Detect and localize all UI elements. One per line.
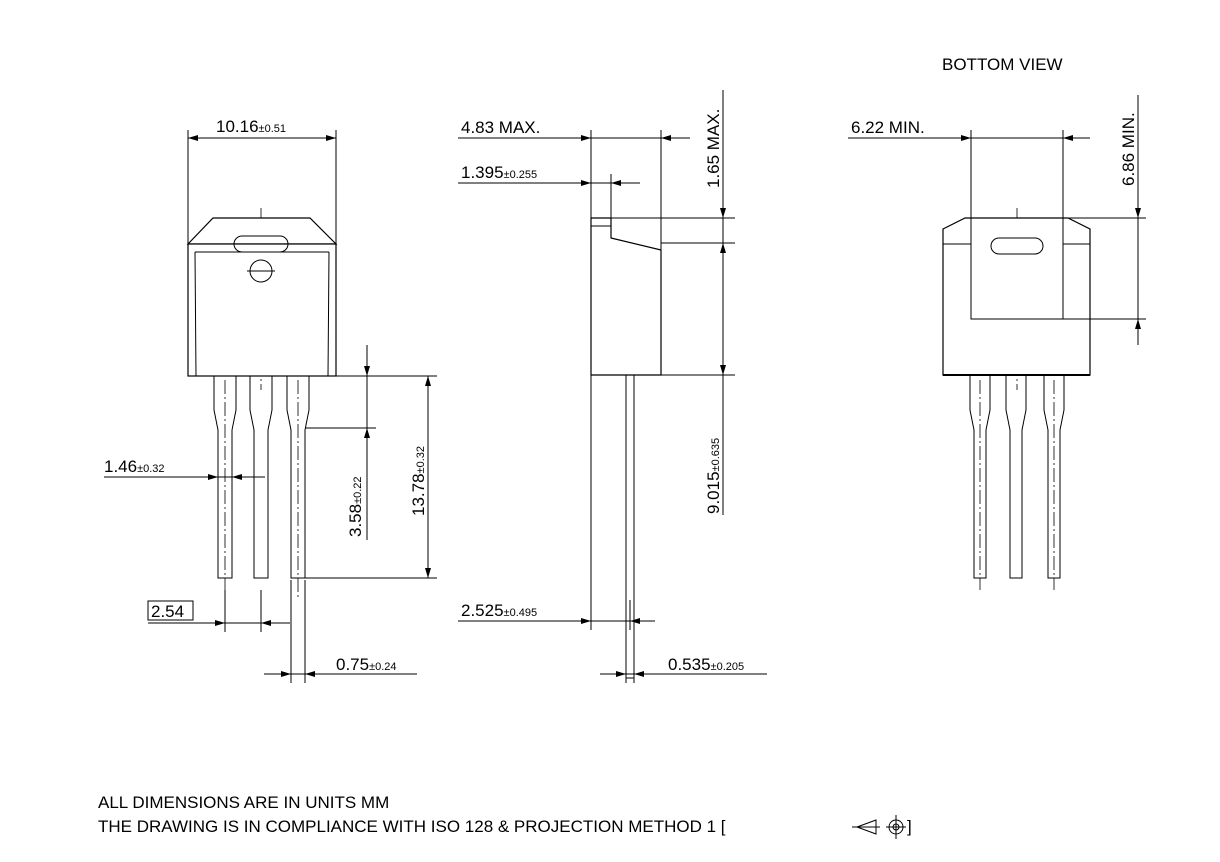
note-compliance: THE DRAWING IS IN COMPLIANCE WITH ISO 12… bbox=[98, 817, 726, 836]
dim-body-width-tol: ±0.51 bbox=[259, 123, 286, 135]
dim-lead-length-value: 13.78 bbox=[409, 473, 428, 516]
dim-heatsink-width-value: 6.22 MIN. bbox=[851, 118, 925, 137]
dim-body-height: 9.015±0.635 bbox=[661, 243, 735, 515]
dim-lead-width: 1.46±0.32 bbox=[104, 440, 265, 488]
svg-text:10.16±0.51: 10.16±0.51 bbox=[216, 117, 286, 136]
first-angle-projection-icon bbox=[852, 815, 906, 839]
note-units: ALL DIMENSIONS ARE IN UNITS MM bbox=[98, 793, 389, 812]
dim-lead-offset: 2.525±0.495 bbox=[458, 375, 655, 630]
bottom-lead-left bbox=[969, 375, 991, 590]
dim-lead-length-tol: ±0.32 bbox=[415, 446, 427, 473]
dim-lead-shoulder: 3.58±0.22 bbox=[305, 345, 376, 540]
dim-lead-dia-tol: ±0.205 bbox=[711, 661, 745, 673]
bottom-view-title: BOTTOM VIEW bbox=[942, 55, 1063, 74]
svg-text:0.75±0.24: 0.75±0.24 bbox=[336, 655, 397, 674]
dim-lead-shoulder-tol: ±0.22 bbox=[352, 476, 364, 503]
dim-body-thickness-value: 4.83 MAX. bbox=[461, 118, 540, 137]
dim-tab-thickness: 1.395±0.255 bbox=[458, 163, 640, 218]
dim-lead-width-value: 1.46 bbox=[104, 457, 137, 476]
dim-lead-width-tol: ±0.32 bbox=[137, 463, 164, 475]
dim-tab-thickness-tol: ±0.255 bbox=[504, 169, 538, 181]
svg-text:9.015±0.635: 9.015±0.635 bbox=[704, 438, 723, 514]
dim-lead-thickness-tol: ±0.24 bbox=[369, 661, 396, 673]
svg-text:0.535±0.205: 0.535±0.205 bbox=[668, 655, 744, 674]
side-body bbox=[590, 217, 662, 376]
dim-body-height-value: 9.015 bbox=[704, 471, 723, 514]
bottom-view: BOTTOM VIEW 6.22 MIN. bbox=[848, 55, 1146, 590]
dim-heatsink-height: 6.86 MIN. bbox=[1063, 95, 1146, 345]
front-view: 10.16±0.51 1.46±0.32 2.54 bbox=[104, 117, 437, 683]
note-compliance-suffix: ] bbox=[907, 817, 912, 836]
dim-body-height-tol: ±0.635 bbox=[710, 438, 722, 472]
dim-lead-thickness: 0.75±0.24 bbox=[264, 580, 417, 683]
svg-text:1.395±0.255: 1.395±0.255 bbox=[461, 163, 537, 182]
svg-text:3.58±0.22: 3.58±0.22 bbox=[346, 476, 365, 537]
dim-heatsink-width: 6.22 MIN. bbox=[848, 118, 1090, 218]
dim-lead-pitch: 2.54 bbox=[147, 590, 290, 632]
front-lead-left bbox=[213, 376, 237, 600]
dim-lead-dia: 0.535±0.205 bbox=[600, 655, 767, 683]
dim-body-thickness: 4.83 MAX. bbox=[458, 118, 690, 250]
side-view: 4.83 MAX. 1.395±0.255 1.65 MAX. 9.015±0.… bbox=[458, 90, 767, 683]
dim-lead-thickness-value: 0.75 bbox=[336, 655, 369, 674]
front-lead-right bbox=[286, 376, 310, 600]
bottom-body bbox=[942, 217, 1091, 376]
dim-lead-dia-value: 0.535 bbox=[668, 655, 711, 674]
dim-body-width-value: 10.16 bbox=[216, 117, 259, 136]
bottom-lead-right bbox=[1043, 375, 1065, 590]
dim-tab-height-value: 1.65 MAX. bbox=[704, 109, 723, 188]
dim-lead-offset-tol: ±0.495 bbox=[504, 607, 538, 619]
front-body bbox=[186, 217, 338, 377]
front-lead-center bbox=[249, 376, 273, 579]
svg-text:1.46±0.32: 1.46±0.32 bbox=[104, 457, 165, 476]
dim-lead-offset-value: 2.525 bbox=[461, 601, 504, 620]
svg-text:13.78±0.32: 13.78±0.32 bbox=[409, 446, 428, 516]
dim-tab-thickness-value: 1.395 bbox=[461, 163, 504, 182]
dim-body-width: 10.16±0.51 bbox=[187, 117, 337, 244]
bottom-lead-center bbox=[1005, 375, 1027, 579]
dim-heatsink-height-value: 6.86 MIN. bbox=[1119, 112, 1138, 186]
dim-lead-shoulder-value: 3.58 bbox=[346, 504, 365, 537]
svg-text:2.525±0.495: 2.525±0.495 bbox=[461, 601, 537, 620]
dim-tab-height: 1.65 MAX. bbox=[611, 90, 735, 268]
notes: ALL DIMENSIONS ARE IN UNITS MM THE DRAWI… bbox=[98, 793, 912, 839]
side-lead bbox=[625, 374, 635, 679]
dim-lead-pitch-value: 2.54 bbox=[151, 602, 184, 621]
dim-lead-length: 13.78±0.32 bbox=[305, 375, 437, 579]
